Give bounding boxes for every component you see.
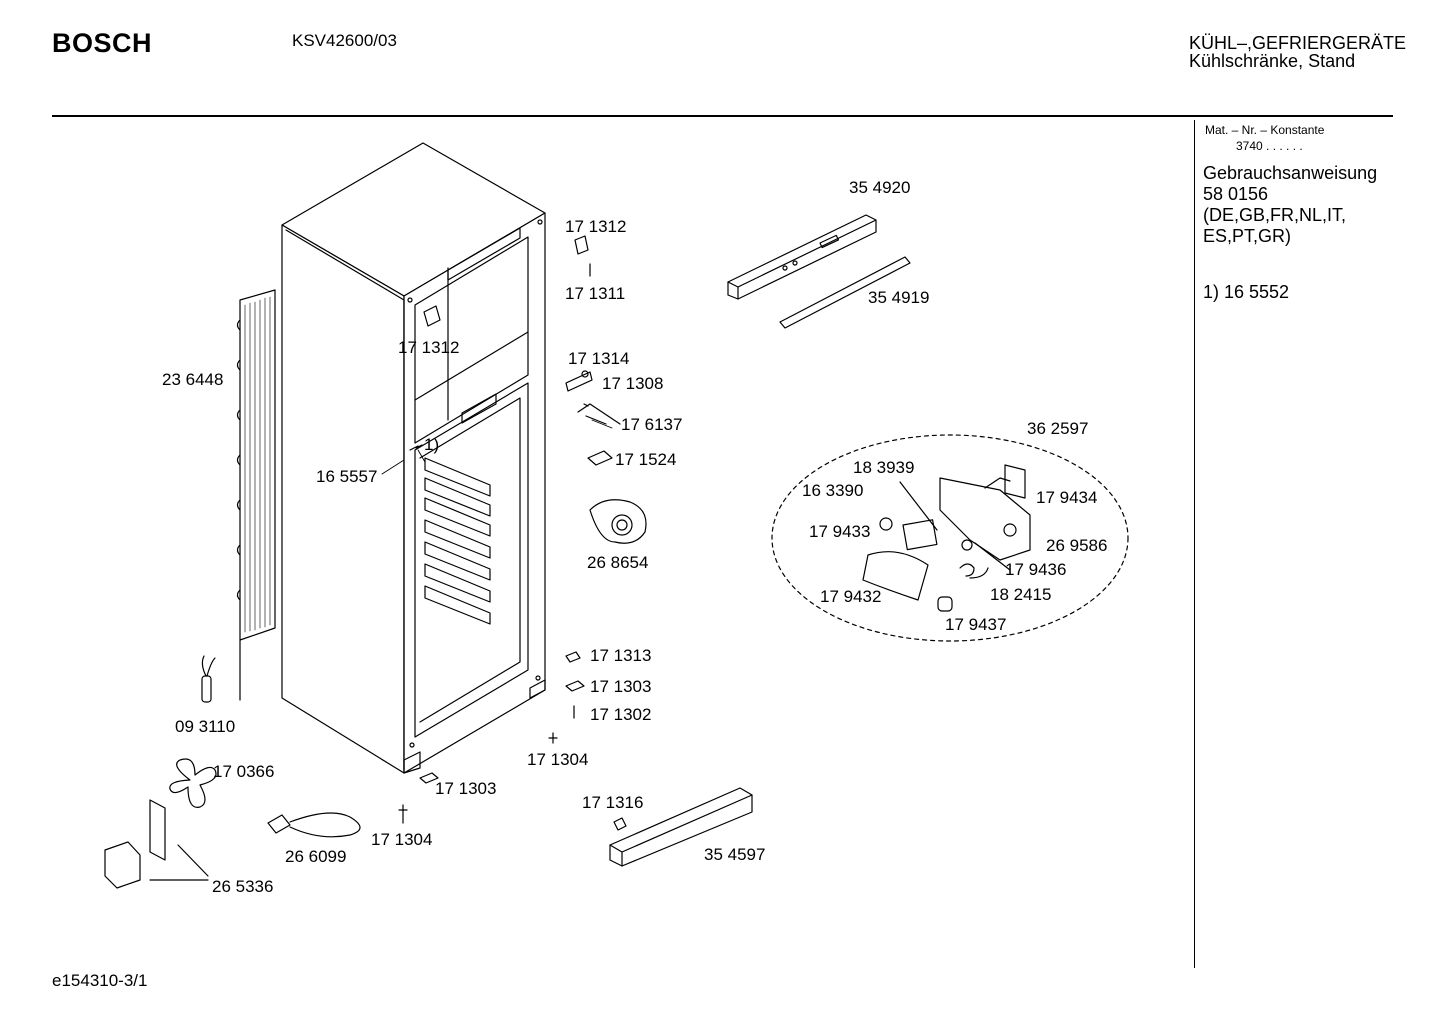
mat-nr-value: 3740 . . . . . . bbox=[1236, 139, 1303, 153]
filter-drier-drawing bbox=[202, 656, 215, 702]
part-label: 26 8654 bbox=[587, 553, 649, 572]
mat-nr-label: Mat. – Nr. – Konstante bbox=[1205, 123, 1325, 137]
sidebar-divider bbox=[1194, 120, 1195, 968]
part-label: 1) bbox=[424, 435, 440, 454]
part-label: 36 2597 bbox=[1027, 419, 1089, 438]
refrigerator-cabinet-drawing bbox=[282, 143, 545, 773]
part-label: 09 3110 bbox=[175, 717, 236, 736]
light-assembly-drawing bbox=[772, 435, 1128, 641]
part-label: 35 4919 bbox=[868, 288, 930, 307]
part-label: 17 1314 bbox=[568, 349, 630, 368]
part-label: 17 1308 bbox=[602, 374, 664, 393]
manual-languages-2: ES,PT,GR) bbox=[1203, 226, 1292, 246]
part-label: 17 1316 bbox=[582, 793, 644, 812]
part-label: 17 1302 bbox=[590, 705, 652, 724]
category-title: KÜHL–,GEFRIERGERÄTE bbox=[1189, 33, 1407, 53]
control-panel-drawing bbox=[728, 215, 910, 328]
brand-logo: BOSCH bbox=[52, 28, 153, 58]
model-number: KSV42600/03 bbox=[292, 31, 397, 50]
document-id: e154310-3/1 bbox=[52, 971, 148, 990]
part-label: 17 6137 bbox=[621, 415, 683, 434]
part-label: 17 9437 bbox=[945, 615, 1007, 634]
part-label: 26 6099 bbox=[285, 847, 347, 866]
part-label: 16 5557 bbox=[316, 467, 378, 486]
part-label: 17 9433 bbox=[809, 522, 871, 541]
part-label: 17 1312 bbox=[398, 338, 460, 357]
part-label: 17 1304 bbox=[371, 830, 433, 849]
bottom-grille-drawing bbox=[610, 788, 752, 866]
manual-title: Gebrauchsanweisung bbox=[1203, 163, 1378, 183]
part-label: 35 4920 bbox=[849, 178, 911, 197]
part-label: 26 5336 bbox=[212, 877, 274, 896]
part-label: 17 0366 bbox=[213, 762, 275, 781]
part-label: 17 1524 bbox=[615, 450, 677, 469]
part-label: 17 1312 bbox=[565, 217, 627, 236]
part-label: 18 3939 bbox=[853, 458, 915, 477]
part-label: 16 3390 bbox=[802, 481, 864, 500]
manual-languages-1: (DE,GB,FR,NL,IT, bbox=[1203, 205, 1347, 225]
category-subtitle: Kühlschränke, Stand bbox=[1189, 51, 1356, 71]
leader-lines bbox=[382, 420, 612, 474]
part-label: 17 1311 bbox=[565, 284, 626, 303]
part-label: 17 9434 bbox=[1036, 488, 1098, 507]
compressor-fan-drawing bbox=[105, 759, 216, 888]
part-label: 23 6448 bbox=[162, 370, 224, 389]
fan-cover-drawing bbox=[590, 500, 646, 543]
condenser-drawing bbox=[238, 290, 276, 700]
footnote: 1) 16 5552 bbox=[1203, 282, 1290, 302]
part-label: 17 1304 bbox=[527, 750, 589, 769]
part-label: 18 2415 bbox=[990, 585, 1052, 604]
manual-number: 58 0156 bbox=[1203, 184, 1269, 204]
part-label: 17 1303 bbox=[435, 779, 497, 798]
part-label: 26 9586 bbox=[1046, 536, 1108, 555]
header-divider bbox=[52, 115, 1393, 117]
part-label: 17 9432 bbox=[820, 587, 882, 606]
part-label: 17 9436 bbox=[1005, 560, 1067, 579]
power-cord-drawing bbox=[268, 813, 360, 837]
small-parts-drawing bbox=[399, 236, 626, 830]
part-label: 35 4597 bbox=[704, 845, 766, 864]
part-label: 17 1303 bbox=[590, 677, 652, 696]
part-label: 17 1313 bbox=[590, 646, 652, 665]
